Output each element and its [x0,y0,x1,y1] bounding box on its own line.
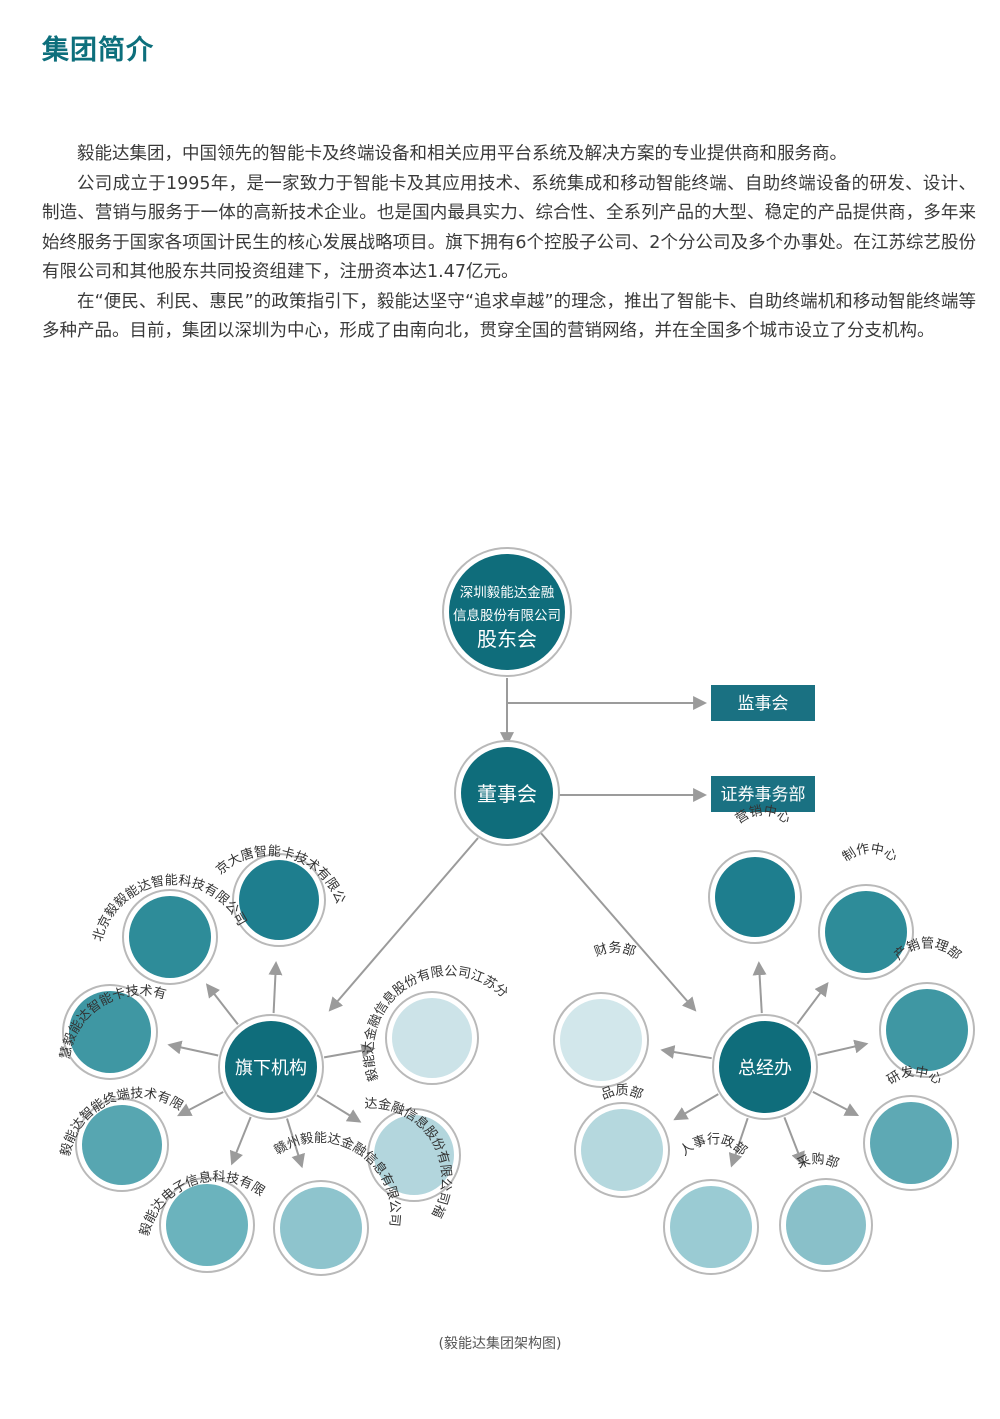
department-circle-1-fill [825,891,907,973]
department-circle-6 [574,1102,670,1198]
subsidiary-circle-7 [367,1108,461,1202]
department-circle-3-fill [870,1102,952,1184]
securities-box: 证券事务部 [711,776,815,812]
board-label: 董事会 [477,782,537,806]
spoke-arrows [167,961,869,1169]
subsidiary-circle-6 [385,991,479,1085]
circle-nodes [62,850,975,1276]
department-label-4: 采购部 [795,1151,841,1172]
department-circle-5-fill [670,1186,752,1268]
subsidiaries-hub-label: 旗下机构 [235,1058,307,1079]
subsidiary-label-0-path: 北京大唐智能卡技术有限公司 [0,0,348,906]
shareholders-line1: 深圳毅能达金融 [460,584,555,601]
subsidiary-circle-6-fill [392,998,472,1078]
spoke-department-circle-7 [660,1045,712,1060]
board-node: 董事会 [454,740,560,846]
subsidiary-circle-3 [75,1098,169,1192]
spoke-department-circle-0 [752,961,767,1014]
spoke-department-circle-6 [673,1093,719,1121]
spoke-department-circle-3 [812,1091,860,1116]
department-circle-1 [818,884,914,980]
securities-label: 证券事务部 [721,785,806,805]
subsidiary-circle-3-fill [82,1105,162,1185]
diagram-caption: (毅能达集团架构图) [438,1336,562,1352]
subsidiaries-hub-node: 旗下机构 [218,1014,324,1120]
department-label-7: 财务部 [593,940,638,960]
ceo-office-node: 总经办 [712,1014,818,1120]
subsidiary-circle-1 [122,889,218,985]
department-circle-0-fill [715,857,795,937]
ceo-office-label: 总经办 [738,1058,792,1079]
shareholders-line3: 股东会 [477,627,537,651]
department-label-6-path: 品质部 [599,1083,645,1103]
subsidiary-circle-4-fill [166,1184,248,1266]
department-circle-0 [708,850,802,944]
intro-paragraph-1: 毅能达集团，中国领先的智能卡及终端设备和相关应用平台系统及解决方案的专业提供商和… [77,144,847,164]
shareholders-line2: 信息股份有限公司 [453,607,561,624]
spoke-department-circle-1 [796,982,829,1025]
spoke-subsidiary-circle-0 [268,961,283,1014]
spoke-department-circle-2 [817,1039,869,1056]
subsidiary-circle-7-fill [374,1115,454,1195]
subsidiary-label-0: 北京大唐智能卡技术有限公司 [0,0,348,906]
department-label-4-path: 采购部 [795,1151,841,1172]
subsidiary-circle-2 [62,984,158,1080]
subsidiary-circle-2-fill [69,991,151,1073]
department-circle-2 [879,982,975,1078]
department-circle-5 [663,1179,759,1275]
department-label-6: 品质部 [599,1083,645,1103]
subsidiary-label-3-path: 深圳毅能达智能终端技术有限公司 [0,0,186,1158]
subsidiary-circle-5-fill [280,1187,362,1269]
department-label-1-path: 制作中心 [840,842,900,866]
department-label-5: 人事行政部 [677,1133,749,1160]
intro-paragraph-3: 在“便民、利民、惠民”的政策指引下，毅能达坚守“追求卓越”的理念，推出了智能卡、… [42,291,976,342]
department-label-7-path: 财务部 [593,940,638,960]
spoke-subsidiary-circle-6 [323,1043,376,1059]
arrow-board-to-hub [328,837,479,1012]
spoke-department-circle-4 [783,1117,805,1166]
arrow-board-to-ceo [539,831,697,1012]
subsidiary-circle-5 [273,1180,369,1276]
department-circle-3 [863,1095,959,1191]
subsidiary-circle-1-fill [129,896,211,978]
spoke-subsidiary-circle-7 [316,1094,362,1123]
spoke-subsidiary-circle-5 [286,1118,305,1169]
subsidiary-label-3: 深圳毅能达智能终端技术有限公司 [0,0,186,1158]
spoke-department-circle-5 [728,1117,749,1168]
spoke-subsidiary-circle-2 [167,1040,219,1057]
department-label-5-path: 人事行政部 [677,1133,749,1160]
subsidiary-circle-0 [232,853,326,947]
department-circle-4 [779,1178,873,1272]
department-label-1: 制作中心 [840,842,900,866]
subsidiary-circle-4 [159,1177,255,1273]
shareholders-node: 深圳毅能达金融 信息股份有限公司 股东会 [442,547,572,677]
department-circle-7-fill [560,999,642,1081]
intro-paragraph-2: 公司成立于1995年，是一家致力于智能卡及其应用技术、系统集成和移动智能终端、自… [42,173,976,283]
department-circle-4-fill [786,1185,866,1265]
subsidiary-circle-0-fill [239,860,319,940]
department-circle-7 [553,992,649,1088]
spoke-subsidiary-circle-3 [177,1091,224,1117]
page-title: 集团简介 [42,35,154,66]
supervisors-label: 监事会 [738,694,789,714]
department-circle-6-fill [581,1109,663,1191]
connector-lines [328,678,708,1012]
intro-text: 毅能达集团，中国领先的智能卡及终端设备和相关应用平台系统及解决方案的专业提供商和… [42,140,976,347]
spoke-subsidiary-circle-4 [229,1116,252,1166]
spoke-subsidiary-circle-1 [205,983,239,1026]
supervisors-box: 监事会 [711,685,815,721]
department-circle-2-fill [886,989,968,1071]
